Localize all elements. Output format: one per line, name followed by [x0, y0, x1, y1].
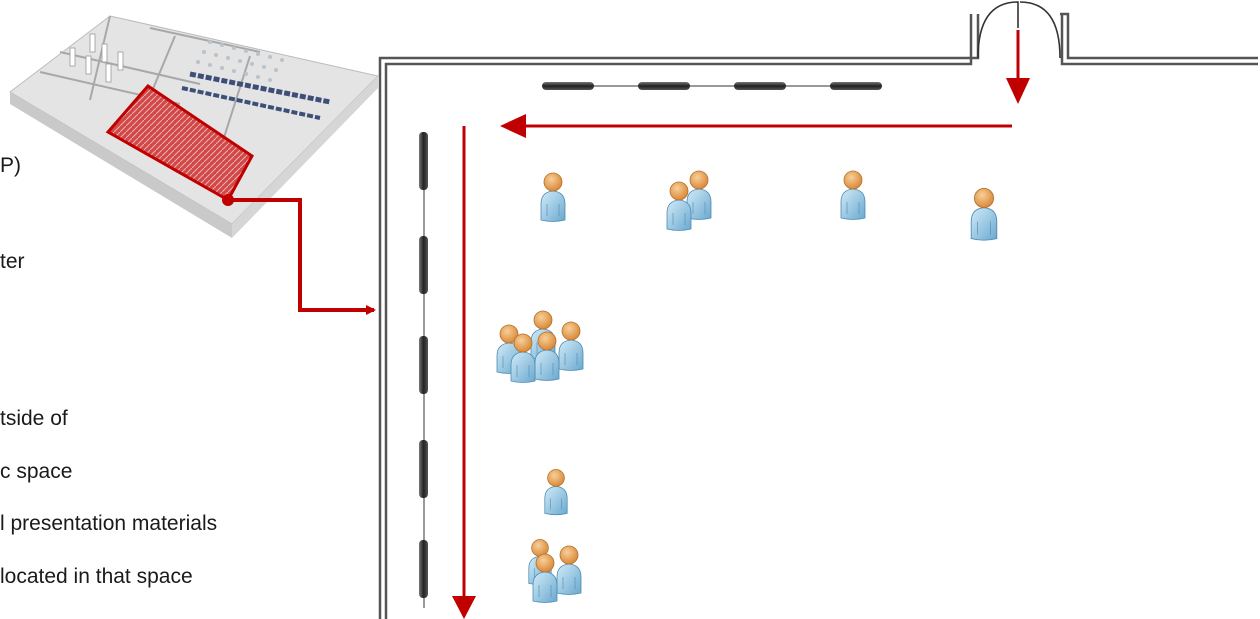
person-icon [510, 333, 536, 384]
text-fragment-4: c space [0, 460, 72, 483]
building-thumbnail-icon [9, 15, 379, 238]
person-icon [556, 545, 582, 595]
wall-display-icon [542, 82, 594, 90]
person-icon [558, 321, 584, 372]
wall-display-icon [638, 82, 690, 90]
text-fragment-1: P) [0, 154, 21, 177]
left-text-block: P) ter tside of c space l presentation m… [0, 154, 217, 588]
flow-arrow-entry-head [1006, 78, 1030, 104]
wall-display-icon [419, 540, 428, 598]
person-icon [534, 331, 560, 382]
top-displays [542, 82, 882, 90]
wall-display-icon [419, 236, 428, 294]
people-group [528, 539, 582, 603]
person-icon [970, 187, 998, 241]
flow-arrow-top-head [500, 114, 526, 138]
people-group [496, 310, 584, 384]
double-door-icon [977, 1, 1061, 59]
people-group [544, 469, 568, 516]
people-group [666, 170, 712, 232]
person-icon [532, 553, 558, 603]
wall-display-icon [830, 82, 882, 90]
wall-display-icon [419, 440, 428, 498]
callout-connector [222, 194, 376, 315]
side-displays [419, 132, 428, 608]
people-group [840, 170, 866, 220]
wall-display-icon [419, 336, 428, 394]
text-fragment-6: located in that space [0, 565, 193, 588]
wall-display-icon [419, 132, 428, 190]
person-icon [840, 170, 866, 220]
wall-display-icon [734, 82, 786, 90]
text-fragment-3: tside of [0, 407, 68, 430]
text-fragment-2: ter [0, 250, 25, 273]
flow-arrow-down-head [452, 596, 476, 619]
people-group [540, 172, 566, 222]
text-fragment-5: l presentation materials [0, 512, 217, 535]
person-icon [544, 469, 568, 516]
person-icon [666, 181, 692, 232]
people-group [970, 187, 998, 241]
room-walls [378, 12, 1258, 619]
person-icon [540, 172, 566, 222]
